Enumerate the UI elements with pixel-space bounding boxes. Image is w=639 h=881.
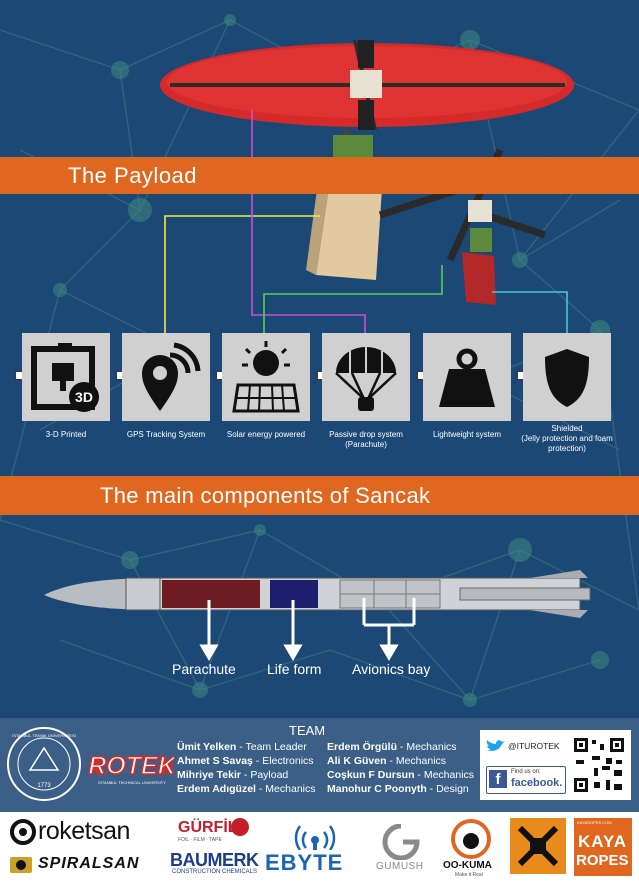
shield-icon bbox=[545, 349, 589, 407]
svg-text:1773: 1773 bbox=[37, 783, 51, 789]
spiralsan-emblem-icon bbox=[10, 857, 32, 873]
gurfil-logo: GÜRFİL bbox=[178, 819, 238, 836]
team-member: Erdem Örgülü - Mechanics bbox=[327, 741, 457, 753]
social-box: @ITUROTEK f Find us on: facebook. bbox=[480, 730, 631, 800]
gumush-logo: GUMUSH bbox=[376, 861, 424, 872]
feature-label-3d-printed: 3-D Printed bbox=[45, 430, 87, 439]
sponsor-tile-logo bbox=[510, 818, 566, 874]
rocket-part-label: Avionics bay bbox=[352, 661, 431, 677]
feature-tile-3d-printed: 3D bbox=[22, 333, 110, 421]
components-banner: The main components of Sancak bbox=[0, 476, 639, 515]
rocket-part-label: Parachute bbox=[172, 661, 236, 677]
gumush-emblem-icon bbox=[382, 824, 420, 860]
feature-label-solar: Solar energy powered bbox=[226, 430, 306, 439]
baumerk-subtitle: CONSTRUCTION CHEMICALS bbox=[172, 869, 258, 875]
team-member: Coşkun F Dursun - Mechanics bbox=[327, 769, 475, 781]
ookuma-subtitle: Make it Real bbox=[455, 872, 483, 878]
roketsan-logo: roketsan bbox=[38, 817, 130, 845]
team-member: Erdem Adıgüzel - Mechanics bbox=[177, 783, 316, 795]
rocket-part-label: Life form bbox=[267, 661, 322, 677]
payload-title: The Payload bbox=[68, 162, 198, 188]
feature-label-gps: GPS Tracking System bbox=[126, 430, 206, 439]
svg-text:ROTEK: ROTEK bbox=[88, 752, 174, 780]
itu-seal-logo: 1773 İSTANBUL TEKNİK ÜNİVERSİTESİ bbox=[7, 727, 81, 801]
svg-text:İSTANBUL TECHNICAL UNIVERSITY: İSTANBUL TECHNICAL UNIVERSITY bbox=[98, 780, 166, 785]
3d-printer-icon: 3D bbox=[31, 343, 99, 412]
feature-tile-lightweight bbox=[423, 333, 511, 421]
svg-text:3D: 3D bbox=[75, 389, 93, 405]
gps-icon bbox=[142, 342, 201, 411]
payload-illustration bbox=[160, 39, 574, 305]
svg-text:İSTANBUL TEKNİK ÜNİVERSİTESİ: İSTANBUL TEKNİK ÜNİVERSİTESİ bbox=[12, 733, 76, 738]
team-title: TEAM bbox=[289, 723, 326, 738]
gurfil-emblem-icon bbox=[231, 818, 249, 836]
rocket-illustration bbox=[44, 570, 591, 661]
roketsan-logo-icon bbox=[10, 819, 36, 845]
qr-code-icon bbox=[572, 736, 626, 794]
ebyte-logo: EBYTE bbox=[265, 850, 344, 875]
feature-tile-solar bbox=[222, 333, 310, 421]
spiralsan-logo: SPIRALSAN bbox=[10, 855, 156, 875]
team-member: Ahmet S Savaş - Electronics bbox=[177, 755, 314, 767]
team-member: Ali K Güven - Mechanics bbox=[327, 755, 447, 767]
feature-tile-parachute bbox=[322, 333, 410, 421]
feature-tile-shielded bbox=[523, 333, 611, 421]
parachute-icon bbox=[335, 347, 397, 411]
feature-label-parachute: Passive drop system(Parachute) bbox=[329, 430, 403, 449]
gurfil-subtitle: FOIL · FILM · TAPE bbox=[178, 837, 222, 843]
payload-banner: The Payload bbox=[0, 157, 639, 194]
twitter-icon[interactable] bbox=[486, 738, 506, 754]
rotek-logo: ROTEK İSTANBUL TECHNICAL UNIVERSITY bbox=[88, 751, 174, 785]
team-panel: 1773 İSTANBUL TEKNİK ÜNİVERSİTESİ ROTEK … bbox=[0, 718, 639, 812]
connector-lines bbox=[164, 110, 568, 333]
team-member: Manohur C Poonyth - Design bbox=[327, 783, 469, 795]
facebook-icon: f bbox=[489, 770, 507, 788]
ookuma-logo: OO-KUMA bbox=[443, 860, 492, 871]
sponsors-strip: roketsan SPIRALSAN GÜRFİL FOIL · FILM · … bbox=[0, 812, 639, 881]
ookuma-emblem-icon bbox=[451, 819, 491, 859]
feature-label-shielded: Shielded(Jelly protection and foam prote… bbox=[521, 424, 613, 453]
team-member: Ümit Yelken - Team Leader bbox=[177, 741, 307, 753]
baumerk-logo: BAUMERK bbox=[170, 850, 259, 870]
ebyte-antenna-icon bbox=[294, 825, 336, 850]
twitter-handle[interactable]: @ITUROTEK bbox=[508, 741, 560, 751]
weight-icon bbox=[439, 348, 495, 407]
team-member: Mihriye Tekir - Payload bbox=[177, 769, 289, 781]
feature-label-lightweight: Lightweight system bbox=[432, 430, 502, 439]
feature-tile-gps bbox=[122, 333, 210, 421]
components-title: The main components of Sancak bbox=[100, 482, 431, 508]
solar-panel-icon bbox=[232, 341, 300, 413]
facebook-link[interactable]: f Find us on: facebook. bbox=[486, 766, 566, 794]
kaya-ropes-logo: KAYAROPES.COM KAYA ROPES bbox=[574, 818, 632, 876]
